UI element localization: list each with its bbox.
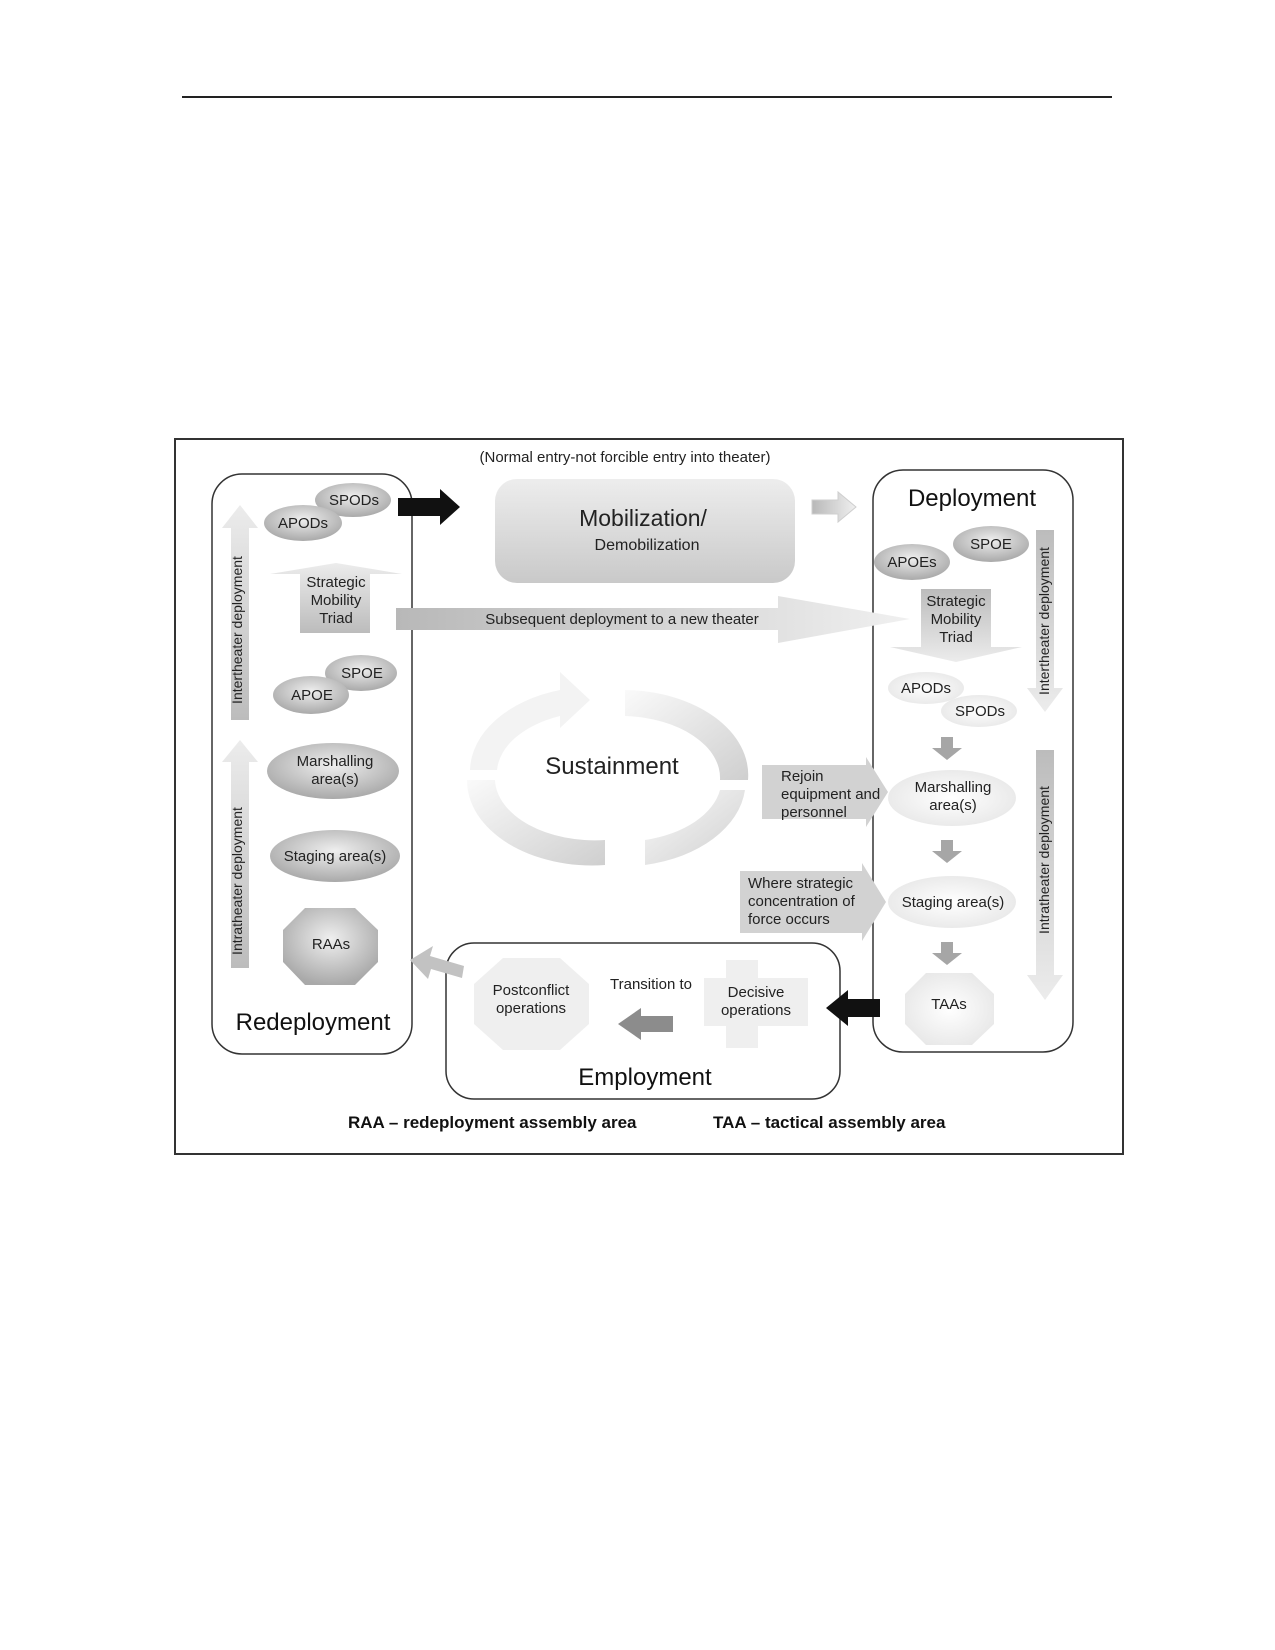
deploy-marshalling-line1: Marshalling xyxy=(915,779,992,796)
deploy-staging-node xyxy=(888,876,1016,928)
redeploy-apods-node xyxy=(264,505,342,541)
legend-taa: TAA – tactical assembly area xyxy=(713,1113,946,1132)
sustainment-ring-top-left xyxy=(470,672,590,770)
deploy-spods-label: SPODs xyxy=(955,703,1005,720)
transition-arrow xyxy=(618,1008,673,1040)
redeploy-apods-label: APODs xyxy=(278,515,328,532)
postconflict-line1: Postconflict xyxy=(493,982,571,999)
page-header-rule xyxy=(182,96,1112,98)
redeploy-intertheater-label: Intertheater deployment xyxy=(229,556,245,704)
decisive-line2: operations xyxy=(721,1002,791,1019)
redeploy-staging-node xyxy=(270,830,400,882)
rejoin-arrow xyxy=(762,757,888,827)
subsequent-deployment-arrow xyxy=(396,596,910,643)
redeploy-intratheater-label: Intratheater deployment xyxy=(229,807,245,955)
strategic-concentration-line1: Where strategic xyxy=(748,875,854,892)
deploy-intratheater-arrow xyxy=(1027,750,1063,1000)
redeploy-triad-arrow xyxy=(270,563,402,633)
strategic-concentration-arrow xyxy=(740,863,886,941)
taas-octagon xyxy=(905,973,994,1045)
redeploy-marshalling-node xyxy=(267,743,399,799)
taas-to-employment-arrow xyxy=(826,990,880,1026)
deploy-intertheater-arrow xyxy=(1027,530,1063,712)
redeploy-apoe-label: APOE xyxy=(291,687,333,704)
redeployment-title: Redeployment xyxy=(236,1009,391,1036)
strategic-concentration-line2: concentration of xyxy=(748,893,856,910)
redeploy-spoe-label: SPOE xyxy=(341,665,383,682)
rejoin-line1: Rejoin xyxy=(781,768,824,785)
redeploy-marshalling-line1: Marshalling xyxy=(297,753,374,770)
deploy-triad-line2: Mobility xyxy=(931,611,982,628)
taas-label: TAAs xyxy=(931,996,967,1013)
legend-raa: RAA – redeployment assembly area xyxy=(348,1113,637,1132)
deploy-spoe-node xyxy=(953,526,1029,562)
redeploy-spoe-node xyxy=(325,655,397,691)
redeploy-triad-line1: Strategic xyxy=(306,574,366,591)
decisive-operations-node xyxy=(704,960,808,1048)
rejoin-line3: personnel xyxy=(781,804,847,821)
deploy-marshalling-node xyxy=(888,770,1016,826)
sustainment-ring-bottom-right xyxy=(645,790,745,865)
employment-container xyxy=(445,942,841,1100)
deploy-spods-node xyxy=(941,695,1017,727)
deploy-marshalling-line2: area(s) xyxy=(929,797,977,814)
redeploy-intratheater-arrow xyxy=(222,740,258,968)
deploy-down-arrow-1 xyxy=(932,737,962,760)
normal-entry-note: (Normal entry-not forcible entry into th… xyxy=(480,449,771,466)
redeploy-staging-label: Staging area(s) xyxy=(284,848,387,865)
redeploy-apoe-node xyxy=(273,676,349,714)
subsequent-deployment-label: Subsequent deployment to a new theater xyxy=(485,611,759,628)
redeploy-intertheater-arrow xyxy=(222,505,258,720)
redeploy-spods-node xyxy=(315,483,391,517)
transition-label: Transition to xyxy=(610,976,692,993)
redeploy-marshalling-line2: area(s) xyxy=(311,771,359,788)
deploy-spoe-label: SPOE xyxy=(970,536,1012,553)
redeploy-spods-label: SPODs xyxy=(329,492,379,509)
deploy-down-arrow-2 xyxy=(932,840,962,863)
mobilization-box xyxy=(495,479,795,583)
rejoin-line2: equipment and xyxy=(781,786,880,803)
mobilization-title: Mobilization/ xyxy=(579,505,707,531)
decisive-line1: Decisive xyxy=(728,984,785,1001)
sustainment-cycle xyxy=(466,672,749,866)
deploy-intratheater-label: Intratheater deployment xyxy=(1036,786,1052,934)
employment-title: Employment xyxy=(578,1064,712,1091)
deploy-staging-label: Staging area(s) xyxy=(902,894,1005,911)
deployment-container xyxy=(872,469,1074,1053)
postconflict-node xyxy=(474,958,589,1050)
deploy-triad-line3: Triad xyxy=(939,629,973,646)
deploy-apoes-node xyxy=(874,544,950,580)
deploy-down-arrow-3 xyxy=(932,942,962,965)
deploy-triad-line1: Strategic xyxy=(926,593,986,610)
redeploy-to-mobilization-arrow xyxy=(398,489,460,525)
strategic-concentration-line3: force occurs xyxy=(748,911,830,928)
mobilization-to-deployment-arrow xyxy=(811,490,857,524)
redeploy-triad-line3: Triad xyxy=(319,610,353,627)
sustainment-ring-top-right xyxy=(625,690,749,780)
redeploy-triad-line2: Mobility xyxy=(311,592,362,609)
sustainment-label: Sustainment xyxy=(545,753,679,780)
postconflict-line2: operations xyxy=(496,1000,566,1017)
demobilization-subtitle: Demobilization xyxy=(595,537,700,554)
deploy-apods-label: APODs xyxy=(901,680,951,697)
redeployment-container xyxy=(211,473,413,1055)
raas-label: RAAs xyxy=(312,936,350,953)
deploy-intertheater-label: Intertheater deployment xyxy=(1036,547,1052,695)
employment-to-raas-arrow xyxy=(410,946,464,979)
deploy-apods-node xyxy=(888,672,964,704)
deploy-apoes-label: APOEs xyxy=(887,554,936,571)
sustainment-ring-bottom-left xyxy=(466,780,605,866)
raas-octagon xyxy=(283,908,378,985)
deploy-triad-arrow xyxy=(890,589,1022,662)
deployment-title: Deployment xyxy=(908,485,1036,512)
